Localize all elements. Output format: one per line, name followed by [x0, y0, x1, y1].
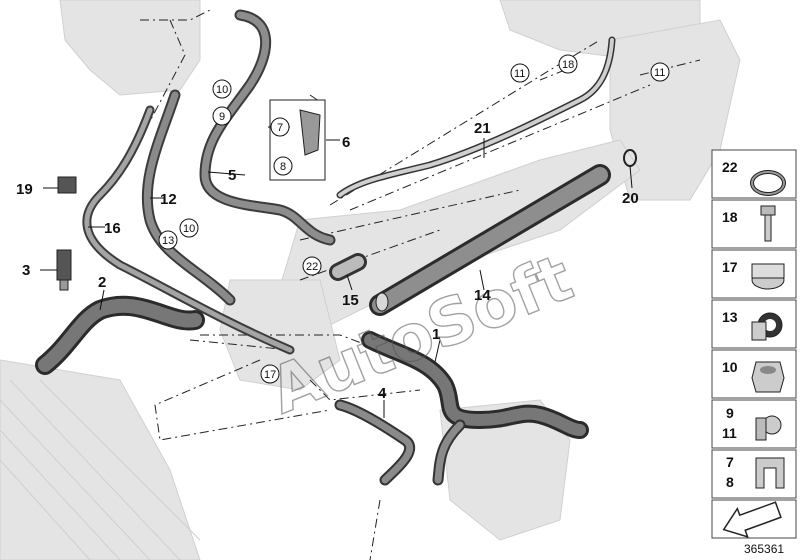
hose-12 [141, 89, 236, 306]
hose-2 [35, 295, 205, 375]
circled-callouts [158, 54, 670, 384]
circled-11b: 11 [654, 67, 665, 79]
hose-1 [361, 331, 589, 439]
legend-label-7: 7 [726, 454, 734, 470]
bolt-icon [760, 205, 776, 242]
part-15-sleeve [329, 253, 367, 281]
holder-icon [755, 457, 785, 489]
document-number: 365361 [744, 542, 784, 556]
pipe-14 [369, 164, 611, 316]
circled-10b: 10 [183, 223, 195, 235]
direction-arrow-icon [722, 501, 782, 538]
bracket-clip-icon [751, 312, 783, 341]
background-components [0, 0, 741, 560]
callout-4: 4 [378, 385, 387, 402]
callout-16: 16 [104, 220, 121, 237]
radiator-grid [0, 379, 201, 560]
circled-callout-labels: 10 9 7 8 11 11 18 13 10 17 22 [162, 59, 665, 381]
hose-clamp-icon [751, 263, 785, 290]
circled-11a: 11 [514, 68, 525, 80]
circled-13: 13 [162, 235, 174, 247]
callout-15: 15 [342, 292, 359, 309]
circled-8: 8 [280, 161, 286, 173]
legend-label-10: 10 [722, 359, 738, 375]
callout-5: 5 [228, 167, 236, 184]
nut-icon [751, 361, 785, 393]
callout-2: 2 [98, 274, 106, 291]
hose-5 [199, 9, 336, 246]
circled-18: 18 [562, 59, 574, 71]
part-19 [57, 176, 77, 194]
circled-17: 17 [264, 369, 276, 381]
legend-label-8: 8 [726, 474, 734, 490]
circled-10a: 10 [216, 84, 228, 96]
legend-label-17: 17 [722, 259, 738, 275]
callout-6: 6 [342, 134, 350, 151]
legend-label-22: 22 [722, 159, 738, 175]
callout-3: 3 [22, 262, 30, 279]
circled-22: 22 [306, 261, 318, 273]
legend-label-18: 18 [722, 209, 738, 225]
legend-label-13: 13 [722, 309, 738, 325]
o-ring-icon [750, 170, 786, 196]
sensor-3 [56, 249, 72, 291]
hose-16 [82, 105, 295, 355]
pipe-21 [336, 36, 616, 199]
callout-14: 14 [474, 287, 491, 304]
circled-7: 7 [277, 122, 283, 134]
callout-19: 19 [16, 181, 33, 198]
hose-4 [334, 399, 466, 486]
callout-12: 12 [160, 191, 177, 208]
part-callouts: 1 2 3 4 5 6 12 14 15 16 19 20 21 [16, 120, 639, 402]
legend-label-11: 11 [722, 425, 737, 441]
callout-21: 21 [474, 120, 491, 137]
retaining-clip-icon [755, 415, 782, 441]
circled-9: 9 [219, 111, 225, 123]
legend-label-9: 9 [726, 405, 734, 421]
callout-20: 20 [622, 190, 639, 207]
parts-legend: 22 18 17 13 10 9 11 7 8 [711, 149, 797, 539]
callout-1: 1 [432, 326, 440, 343]
